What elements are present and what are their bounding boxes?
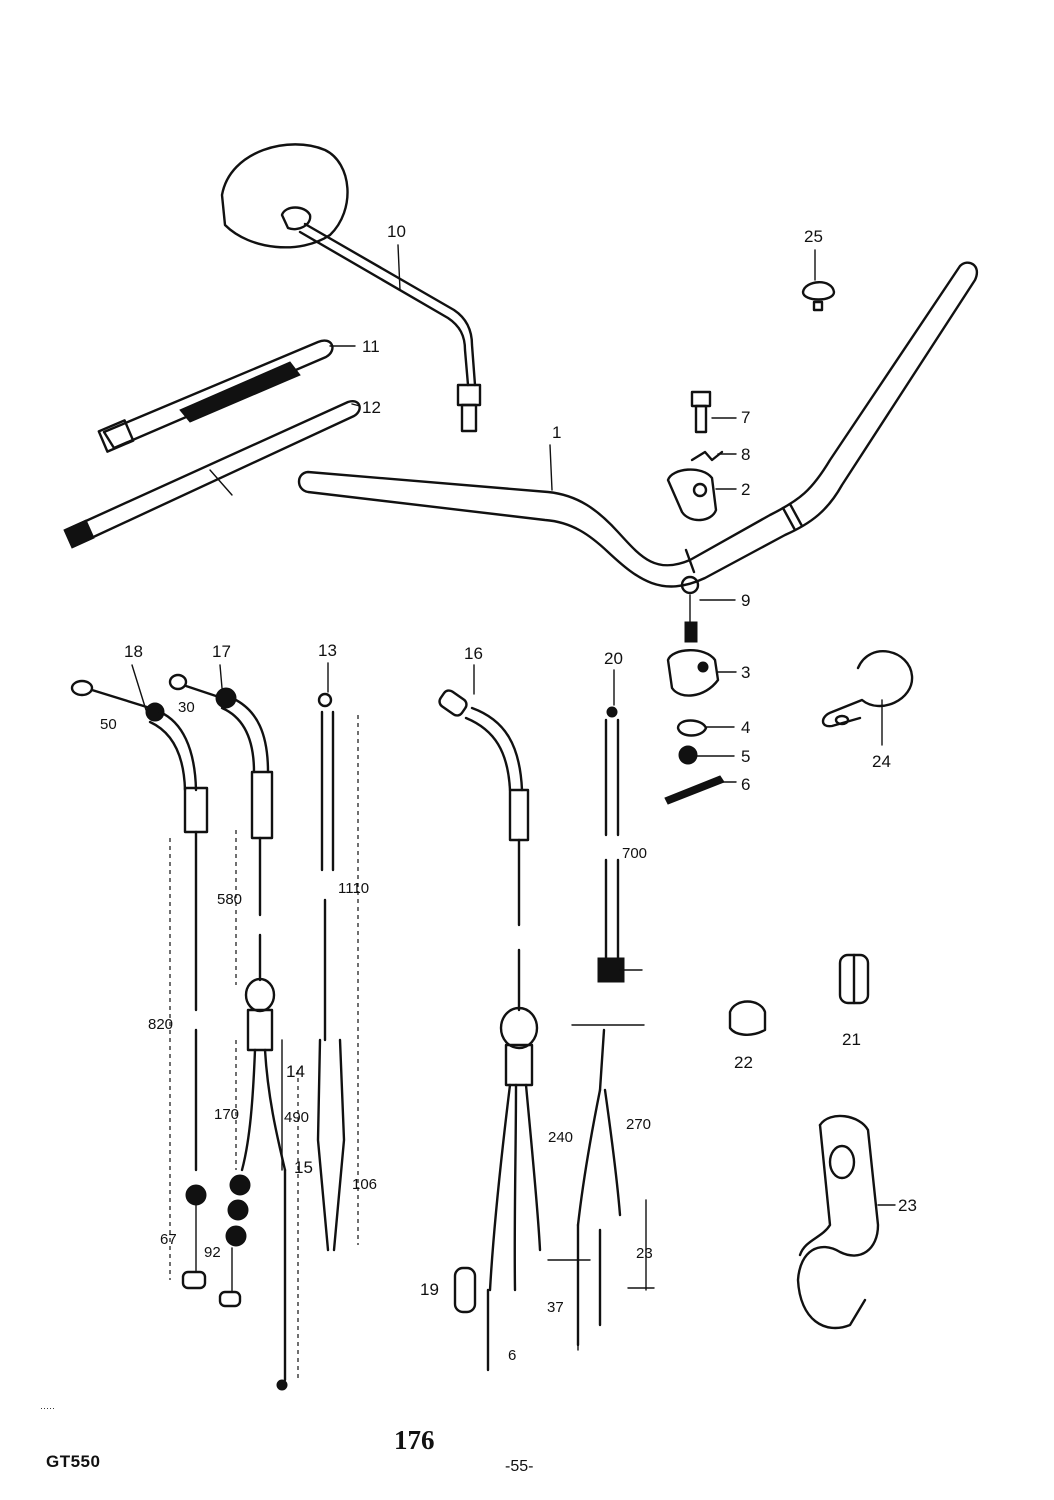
bolt-7 xyxy=(690,390,712,434)
dim-270: 270 xyxy=(626,1116,651,1133)
label-part-11: 11 xyxy=(362,337,380,356)
label-part-21: 21 xyxy=(842,1030,861,1049)
clamp-24 xyxy=(821,650,914,728)
label-part-23: 23 xyxy=(898,1196,917,1215)
label-part-19: 19 xyxy=(420,1280,439,1299)
cap-25 xyxy=(801,281,836,312)
clip-19 xyxy=(453,1266,477,1314)
cable-13 xyxy=(316,692,359,1252)
bolt-9 xyxy=(680,575,700,643)
label-part-1: 1 xyxy=(552,423,561,442)
dim-820: 820 xyxy=(148,1016,173,1033)
label-part-12: 12 xyxy=(362,398,381,417)
label-part-10: 10 xyxy=(387,222,406,241)
label-part-18: 18 xyxy=(124,642,143,661)
dim-50: 50 xyxy=(100,716,117,733)
dim-580: 580 xyxy=(217,891,242,908)
cable-18 xyxy=(70,679,209,1290)
dim-170: 170 xyxy=(214,1106,239,1123)
dim-1110: 1110 xyxy=(338,880,369,897)
clamp-23 xyxy=(796,1114,880,1330)
label-part-24: 24 xyxy=(872,752,891,771)
label-part-16: 16 xyxy=(464,644,483,663)
mirror-assembly xyxy=(220,143,482,433)
label-part-14: 14 xyxy=(286,1062,305,1081)
label-part-9: 9 xyxy=(741,591,750,610)
handlebar xyxy=(297,261,978,588)
holder-upper-2 xyxy=(666,468,718,522)
page-number: 176 xyxy=(394,1425,435,1455)
dim-490: 490 xyxy=(284,1109,309,1126)
washer-4 xyxy=(676,719,708,737)
label-part-6: 6 xyxy=(741,775,750,794)
label-part-15: 15 xyxy=(294,1158,313,1177)
label-part-20: 20 xyxy=(604,649,623,668)
dim-700: 700 xyxy=(622,845,647,862)
washer-5 xyxy=(678,745,698,765)
label-part-3: 3 xyxy=(741,663,750,682)
dimension-labels: 50 30 580 820 170 490 67 92 1110 106 700… xyxy=(100,699,653,1364)
dim-30: 30 xyxy=(178,699,195,716)
dim-240: 240 xyxy=(548,1129,573,1146)
label-part-13: 13 xyxy=(318,641,337,660)
cable-17 xyxy=(168,673,299,1391)
cable-16 xyxy=(438,689,542,1372)
label-part-7: 7 xyxy=(741,408,750,427)
dim-6: 6 xyxy=(508,1347,516,1364)
clip-21 xyxy=(838,953,870,1005)
dimension-lines xyxy=(169,830,655,1351)
dim-23: 23 xyxy=(636,1245,653,1262)
label-part-17: 17 xyxy=(212,642,231,661)
dim-92: 92 xyxy=(204,1244,221,1261)
leader-lines xyxy=(131,244,896,1206)
label-part-8: 8 xyxy=(741,445,750,464)
pin-6 xyxy=(664,775,725,805)
label-part-2: 2 xyxy=(741,480,750,499)
label-part-4: 4 xyxy=(741,718,750,737)
label-part-25: 25 xyxy=(804,227,823,246)
dim-37: 37 xyxy=(547,1299,564,1316)
cable-20 xyxy=(576,706,625,1347)
strap-12 xyxy=(63,400,361,549)
part-labels: 1 2 3 4 5 6 7 8 9 10 11 12 13 14 15 16 1… xyxy=(124,222,917,1299)
sub-page-number: -55- xyxy=(505,1458,534,1475)
dim-106: 106 xyxy=(352,1176,377,1193)
handwritten-mark: ····· xyxy=(40,1403,55,1413)
strap-11 xyxy=(97,339,334,453)
clip-22 xyxy=(728,1000,767,1036)
label-part-22: 22 xyxy=(734,1053,753,1072)
holder-lower-3 xyxy=(666,649,720,697)
washer-8 xyxy=(690,450,724,462)
label-part-5: 5 xyxy=(741,747,750,766)
dim-67: 67 xyxy=(160,1231,177,1248)
model-code: GT550 xyxy=(46,1452,101,1471)
